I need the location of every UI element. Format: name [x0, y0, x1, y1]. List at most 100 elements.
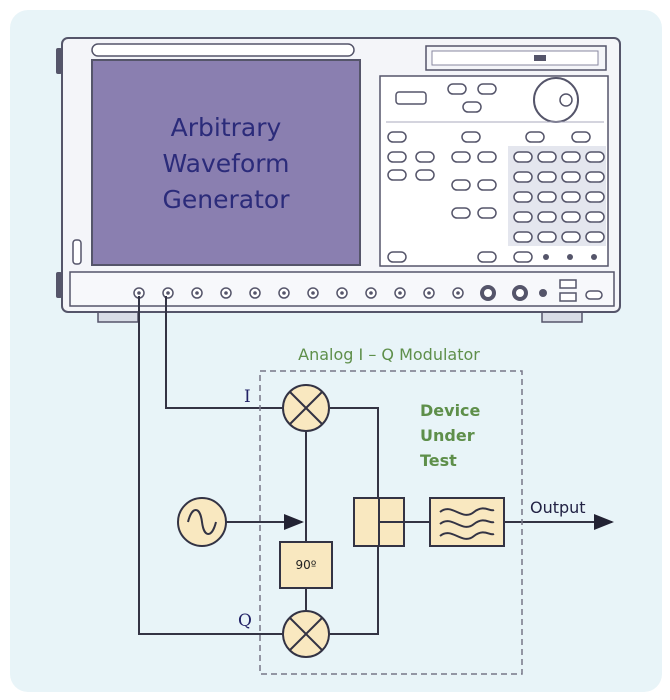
output-connector-pin — [282, 291, 286, 295]
keypad-key — [513, 211, 533, 223]
instrument-handle-top — [56, 48, 62, 74]
output-connector-pin — [224, 291, 228, 295]
keypad-key — [513, 151, 533, 163]
usb-port — [559, 279, 577, 289]
signal-wires — [138, 296, 614, 635]
keypad-key — [561, 191, 581, 203]
keypad — [513, 151, 605, 243]
small-connector — [539, 289, 547, 297]
q-mixer-output-wire — [330, 546, 379, 635]
output-connector-pin — [398, 291, 402, 295]
instrument-screen — [91, 59, 361, 266]
modulator-title: Analog I – Q Modulator — [298, 345, 480, 364]
panel-button — [477, 151, 497, 163]
disk-drive-slot — [431, 50, 599, 66]
i-signal-wire — [165, 296, 282, 409]
q-mixer — [282, 610, 330, 658]
panel-button — [571, 131, 591, 143]
filter-wave-1 — [439, 507, 495, 516]
filter-wave-3 — [439, 531, 495, 540]
keypad-key — [561, 211, 581, 223]
panel-button — [525, 131, 545, 143]
indicator-led — [567, 254, 573, 260]
filter-wave-2 — [439, 519, 495, 528]
output-connectors — [133, 287, 464, 299]
indicator-led — [543, 254, 549, 260]
i-mixer-output-wire — [330, 407, 379, 520]
keypad-key — [585, 231, 605, 243]
modulator-boundary — [259, 370, 523, 675]
panel-button — [451, 207, 471, 219]
waveform-generator-instrument: Arbitrary Waveform Generator — [56, 37, 621, 323]
phase-shifter-label: 90º — [296, 558, 317, 572]
screen-title-line2: Waveform — [163, 149, 290, 178]
keypad-key — [513, 171, 533, 183]
instrument-top-strip — [91, 43, 355, 57]
keypad-key — [585, 191, 605, 203]
panel-button — [447, 83, 467, 95]
q-mixer-cross-b — [289, 617, 323, 651]
bnc-connector-center — [516, 289, 524, 297]
keypad-key — [537, 171, 557, 183]
local-oscillator — [177, 497, 227, 547]
instrument-foot-left — [97, 311, 139, 323]
output-connector-pin — [137, 291, 141, 295]
panel-button — [387, 169, 407, 181]
rotary-knob-grip — [559, 93, 573, 107]
panel-button — [395, 91, 427, 105]
i-mixer-cross-b — [289, 391, 323, 425]
output-connector-pin — [166, 291, 170, 295]
phase-shifter-block — [279, 541, 333, 589]
keypad-key — [537, 191, 557, 203]
power-switch — [72, 239, 82, 265]
keypad-key — [561, 171, 581, 183]
q-port-label: Q — [238, 611, 252, 631]
output-connector-pin — [340, 291, 344, 295]
keypad-key — [561, 151, 581, 163]
output-connector-pin — [195, 291, 199, 295]
output-connector-pin — [369, 291, 373, 295]
output-connector-pin — [311, 291, 315, 295]
i-mixer — [282, 384, 330, 432]
i-port-label: I — [244, 387, 251, 407]
keypad-key — [513, 191, 533, 203]
panel-button — [477, 251, 497, 263]
filter-symbol — [439, 507, 495, 540]
usb-port — [559, 292, 577, 302]
dut-label-line1: Device — [420, 401, 481, 420]
output-connector-pin — [253, 291, 257, 295]
keypad-key — [537, 151, 557, 163]
dut-label-line3: Test — [420, 451, 457, 470]
panel-button — [415, 151, 435, 163]
instrument-handle-bottom — [56, 272, 62, 298]
output-connector-pin — [427, 291, 431, 295]
panel-button — [477, 179, 497, 191]
panel-button — [585, 290, 603, 300]
output-label: Output — [530, 498, 586, 517]
panel-button — [387, 131, 407, 143]
panel-button — [462, 101, 482, 113]
keypad-key — [537, 231, 557, 243]
indicator-led — [591, 254, 597, 260]
bnc-connector-center — [484, 289, 492, 297]
panel-button — [387, 251, 407, 263]
panel-button — [451, 151, 471, 163]
keypad-key — [585, 211, 605, 223]
keypad-key — [585, 171, 605, 183]
screen-title-line1: Arbitrary — [171, 113, 282, 142]
dut-label-line2: Under — [420, 426, 475, 445]
panel-button — [477, 207, 497, 219]
instrument-foot-right — [541, 311, 583, 323]
panel-button — [477, 83, 497, 95]
q-signal-wire — [138, 296, 282, 635]
disk-eject-button — [534, 55, 546, 61]
keypad-key — [537, 211, 557, 223]
sine-wave-icon — [187, 509, 217, 535]
keypad-key — [561, 231, 581, 243]
panel-button — [451, 179, 471, 191]
keypad-key — [585, 151, 605, 163]
panel-button — [513, 251, 533, 263]
panel-button — [461, 131, 481, 143]
